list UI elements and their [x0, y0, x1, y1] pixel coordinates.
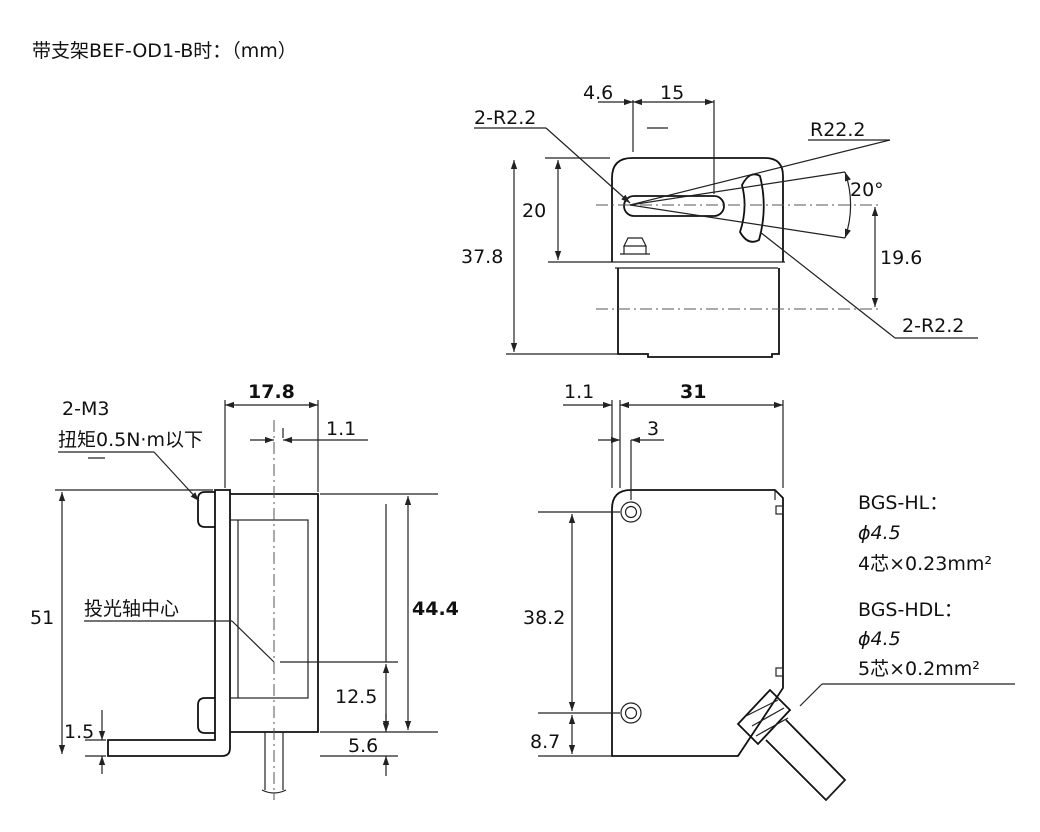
- front-view: 1.1 31 3 38.2 8.7: [523, 381, 1015, 802]
- cable-2-name: BGS-HDL：: [858, 599, 963, 621]
- top-view-bracket-outline: [611, 157, 784, 262]
- side-dim-1-1: 1.1: [326, 418, 356, 440]
- side-dim-17-8: 17.8: [248, 381, 295, 403]
- side-dim-51: 51: [30, 607, 54, 629]
- front-view-mount-hole-bottom: [620, 702, 642, 724]
- side-dim-44-4: 44.4: [412, 598, 459, 620]
- front-view-cable-gland: [736, 688, 792, 746]
- front-view-sensor-body: [611, 489, 784, 757]
- top-dim-4-6: 4.6: [583, 82, 613, 104]
- front-dim-3: 3: [647, 418, 659, 440]
- diagram-title: 带支架BEF-OD1-B时：（mm）: [32, 40, 297, 62]
- side-view-emitter-window: [237, 519, 309, 699]
- top-view: 4.6 15 2-R2.2 R22.2 20° 20 37.8 19.6 2-R…: [461, 82, 978, 358]
- side-dim-5-6: 5.6: [348, 735, 378, 757]
- side-emitter-axis-center: 投光轴中心: [84, 598, 179, 620]
- side-view-screw-bottom: [197, 697, 215, 734]
- top-dim-15: 15: [660, 82, 684, 104]
- cable-2-diameter: ϕ4.5: [858, 628, 901, 650]
- front-dim-31: 31: [680, 381, 706, 403]
- cable-1-diameter: ϕ4.5: [858, 522, 901, 544]
- cable-2-spec: 5芯×0.2mm²: [858, 658, 980, 680]
- top-dim-r22-2: R22.2: [810, 119, 866, 141]
- cable-spec-notes: BGS-HL： ϕ4.5 4芯×0.23mm² BGS-HDL： ϕ4.5 5芯…: [858, 492, 992, 680]
- cable-1-name: BGS-HL：: [858, 492, 948, 514]
- front-dim-38-2: 38.2: [523, 607, 565, 629]
- front-view-mount-hole-top: [620, 501, 642, 523]
- front-dim-8-7: 8.7: [530, 731, 560, 753]
- top-dim-20-degrees: 20°: [850, 179, 884, 201]
- side-view-bracket-l: [107, 489, 231, 757]
- top-dim-2r22-upper: 2-R2.2: [474, 107, 536, 129]
- top-dim-37-8: 37.8: [461, 246, 503, 268]
- side-dim-1-5: 1.5: [64, 721, 94, 743]
- top-dim-2r22-lower: 2-R2.2: [902, 315, 964, 337]
- top-dim-19-6: 19.6: [880, 247, 922, 269]
- front-dim-1-1: 1.1: [564, 381, 594, 403]
- side-dim-torque: 扭矩0.5N·m以下: [58, 429, 203, 451]
- side-dim-12-5: 12.5: [335, 686, 377, 708]
- side-view: 2-M3 扭矩0.5N·m以下 17.8 1.1 51 投光轴中心 44.4 1…: [30, 381, 459, 800]
- front-view-cable: [765, 719, 847, 802]
- side-dim-2-m3: 2-M3: [62, 398, 109, 420]
- top-dim-20: 20: [522, 200, 546, 222]
- cable-1-spec: 4芯×0.23mm²: [858, 553, 992, 575]
- side-view-screw-top: [197, 491, 215, 528]
- top-view-sensor-body: [617, 268, 780, 358]
